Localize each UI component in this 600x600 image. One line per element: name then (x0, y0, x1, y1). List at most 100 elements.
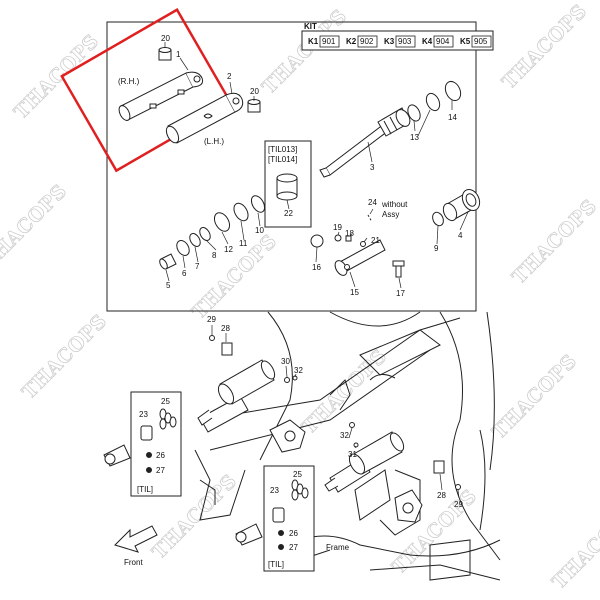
part-label: 21 (371, 236, 380, 245)
part-label: 27 (156, 466, 165, 475)
mount-bracket-left (269, 419, 306, 453)
til013-label: [TIL013] (268, 145, 297, 154)
kit-code-label: 904 (436, 37, 450, 46)
part-label: 11 (239, 239, 248, 248)
bolt-17 (392, 260, 405, 278)
seal-9 (432, 211, 444, 227)
assy-label: Assy (382, 210, 399, 219)
bushing-16 (310, 234, 324, 248)
part-label: 25 (293, 470, 302, 479)
bolt-32-31 (349, 422, 359, 448)
watermark-text: THACOPS (258, 5, 351, 98)
part-24 (367, 214, 373, 223)
exploded-view: KIT (60, 8, 494, 312)
part-label: 12 (224, 245, 233, 254)
kit-key-label: K5 (460, 37, 471, 46)
kit-code-label: 901 (322, 37, 336, 46)
seal-13 (407, 104, 421, 122)
part-label: 8 (212, 251, 217, 260)
cylinder-lh (165, 92, 244, 144)
part-label: 24 (368, 198, 377, 207)
frame-outline (199, 479, 216, 505)
pin-upper (209, 335, 233, 356)
part-label: 28 (221, 324, 230, 333)
kit-key-label: K3 (384, 37, 395, 46)
watermark-text: THACOPS (508, 195, 600, 288)
part-label: 14 (448, 113, 457, 122)
frame-outline (299, 535, 501, 557)
part-21 (360, 241, 366, 247)
kit-code-box (319, 35, 340, 48)
kit-key-label: K1 (308, 37, 319, 46)
rh-label: (R.H.) (118, 77, 140, 86)
watermark-text: THACOPS (10, 30, 103, 123)
ring-11 (233, 202, 249, 222)
watermark-text: THACOPS (498, 0, 591, 93)
watermark-text: THACOPS (18, 310, 111, 403)
til-inset-right (235, 465, 315, 572)
part-19 (334, 234, 342, 242)
frame-outline (354, 469, 391, 521)
exploded-view-frame (106, 21, 477, 312)
part-label: 25 (161, 397, 170, 406)
front-arrow (114, 525, 158, 553)
bushing-5 (159, 253, 177, 270)
frame-outline (369, 564, 501, 581)
kit-code-label: 903 (398, 37, 412, 46)
leader-lines-bottom (211, 325, 460, 499)
part-label: 26 (289, 529, 298, 538)
watermark-text: THACOPS (188, 230, 281, 323)
piston-head (334, 239, 386, 276)
seal-8 (199, 227, 211, 241)
seal-14-a (425, 92, 441, 112)
frame-outline (259, 311, 293, 461)
part-label: 27 (289, 543, 298, 552)
cylinder-rh (118, 71, 204, 121)
part-label: 20 (250, 87, 259, 96)
kit-title: KIT (304, 22, 317, 31)
part-label: 7 (195, 262, 200, 271)
kit-code-label: 902 (360, 37, 374, 46)
lh-label: (L.H.) (204, 137, 224, 146)
frame-label: Frame (326, 543, 350, 552)
frame-outline (369, 374, 396, 381)
watermark-text: THACOPS (548, 500, 600, 593)
part-label: 1 (176, 50, 181, 59)
pin-lower (433, 460, 461, 490)
part-label: 32 (294, 366, 303, 375)
part-label: 4 (458, 231, 463, 240)
part-label: 30 (281, 357, 290, 366)
part-labels-bottom: 29 28 30 32 23 25 26 27 [TIL] 32 31 23 2… (124, 315, 463, 569)
part-label: 15 (350, 288, 359, 297)
part-label: 10 (255, 226, 264, 235)
frame-outline (194, 449, 246, 521)
kit-code-label: 905 (474, 37, 488, 46)
kit-key-label: K4 (422, 37, 433, 46)
seal-14-b (444, 80, 462, 102)
part-label: 17 (396, 289, 405, 298)
frame-outline (329, 379, 351, 411)
kit-code-box (357, 35, 378, 48)
without-label: without (381, 200, 408, 209)
frame-outline (429, 539, 471, 581)
kit-key-label: K2 (346, 37, 357, 46)
mount-bracket-right (394, 489, 423, 523)
part-label: 29 (207, 315, 216, 324)
part-label: 26 (156, 451, 165, 460)
frame-outline (379, 469, 421, 536)
part-label: 9 (434, 244, 439, 253)
part-label: 28 (437, 491, 446, 500)
frame-outline (209, 349, 431, 451)
part-label: 13 (410, 133, 419, 142)
installation-view: 29 28 30 32 23 25 26 27 [TIL] 32 31 23 2… (103, 311, 501, 581)
frame-outline (486, 311, 495, 471)
installed-cylinder-lower (324, 431, 405, 493)
seal-6 (176, 240, 190, 256)
part-label: 32 (340, 431, 349, 440)
part-label: 23 (139, 410, 148, 419)
frame-outline (359, 329, 441, 376)
part-label: 18 (345, 229, 354, 238)
front-label: Front (124, 558, 143, 567)
